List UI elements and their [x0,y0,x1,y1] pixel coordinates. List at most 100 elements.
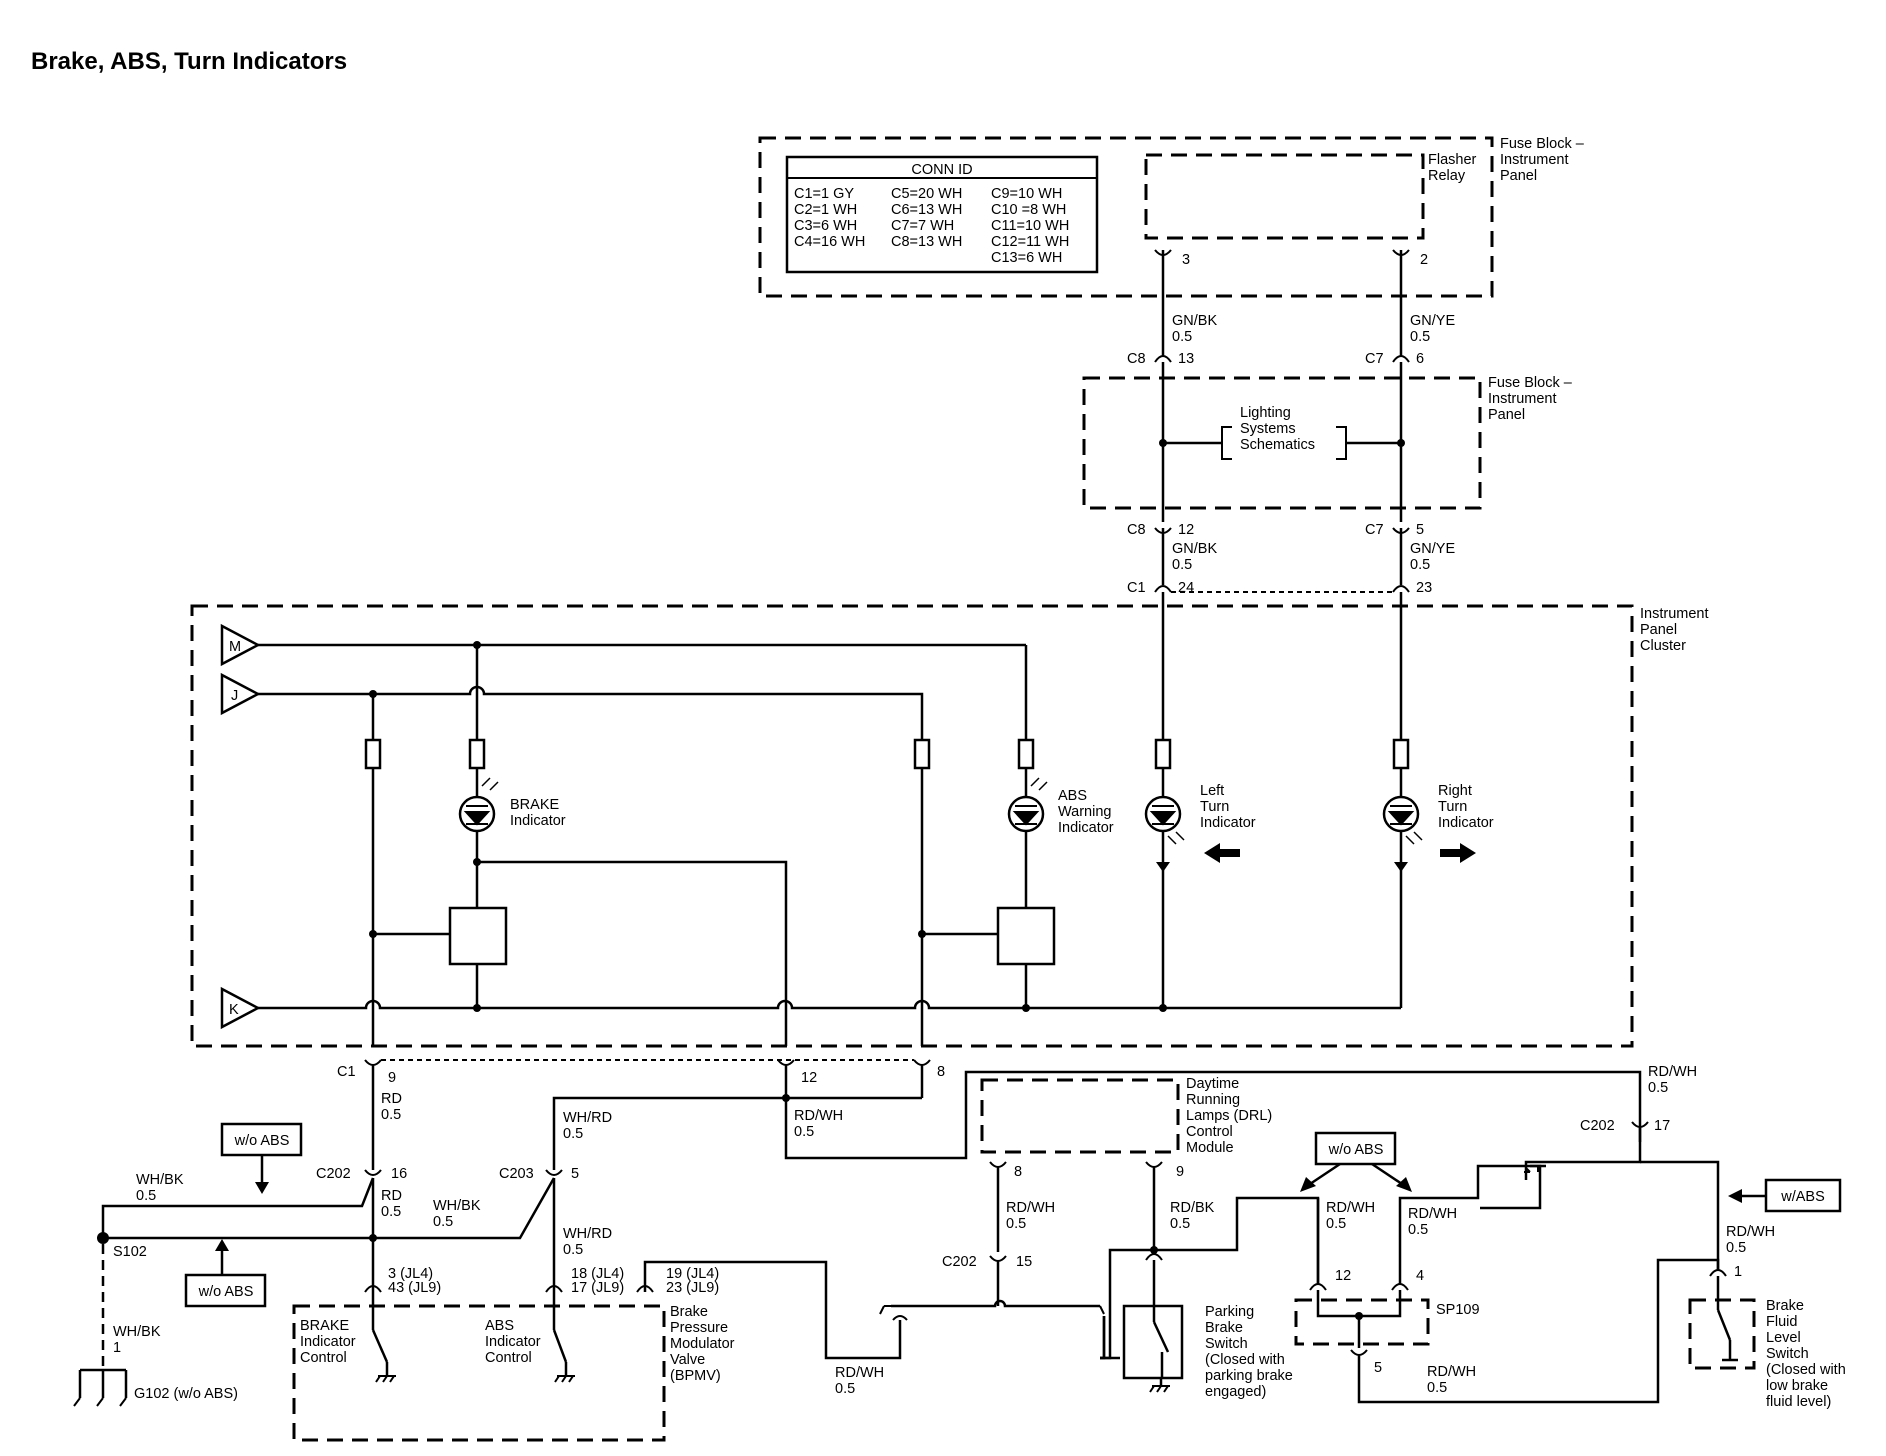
svg-text:GN/YE: GN/YE [1410,541,1455,557]
svg-text:0.5: 0.5 [1006,1216,1026,1232]
svg-text:0.5: 0.5 [1648,1080,1668,1096]
brake-indicator-label: BRAKE Indicator [510,797,566,829]
svg-text:Lamps (DRL): Lamps (DRL) [1186,1108,1272,1124]
svg-text:0.5: 0.5 [1410,557,1430,573]
svg-text:0.5: 0.5 [381,1107,401,1123]
conn-id-header: CONN ID [911,162,972,178]
svg-text:0.5: 0.5 [1170,1216,1190,1232]
svg-text:RD/WH: RD/WH [794,1108,843,1124]
sp109-label: SP109 [1436,1302,1480,1318]
svg-text:(BPMV): (BPMV) [670,1368,721,1384]
wire-label-rdwh-b: RD/WH 0.5 [835,1365,884,1397]
pin-3-jl4-label: 3 (JL4) [388,1266,433,1282]
pin-8-label: 8 [937,1064,945,1080]
svg-text:Level: Level [1766,1330,1801,1346]
c7-label: C7 [1365,351,1384,367]
flasher-relay-label: Flasher Relay [1428,152,1477,184]
left-arrow-icon [1204,843,1240,863]
drl-module-label: Daytime Running Lamps (DRL) Control Modu… [1186,1076,1272,1156]
svg-text:Panel: Panel [1640,622,1677,638]
svg-text:Fuse Block –: Fuse Block – [1488,375,1573,391]
svg-text:Running: Running [1186,1092,1240,1108]
svg-text:RD/BK: RD/BK [1170,1200,1215,1216]
svg-text:Daytime: Daytime [1186,1076,1239,1092]
svg-text:0.5: 0.5 [563,1126,583,1142]
bpmv-label: Brake Pressure Modulator Valve (BPMV) [670,1304,735,1384]
svg-text:RD/WH: RD/WH [1648,1064,1697,1080]
svg-text:RD/WH: RD/WH [1427,1364,1476,1380]
pin-5-label-2: 5 [571,1166,579,1182]
svg-text:Cluster: Cluster [1640,638,1686,654]
svg-text:Instrument: Instrument [1488,391,1557,407]
svg-text:WH/BK: WH/BK [433,1198,481,1214]
svg-text:RD/WH: RD/WH [1326,1200,1375,1216]
offpage-k: K [220,986,261,1030]
wire-label-rd-2: RD 0.5 [381,1188,402,1220]
connector-c8-13 [1154,355,1172,363]
drl-pin-9-label: 9 [1176,1164,1184,1180]
svg-text:BRAKE: BRAKE [510,797,559,813]
pin-23-label: 23 [1416,580,1432,596]
c202-label-2: C202 [942,1254,977,1270]
brake-fluid-switch [1716,1276,1738,1362]
svg-text:C8=13 WH: C8=13 WH [891,234,962,250]
svg-text:C6=13 WH: C6=13 WH [891,202,962,218]
svg-text:Panel: Panel [1488,407,1525,423]
svg-text:Indicator: Indicator [1200,815,1256,831]
wire-label-rdbk: RD/BK 0.5 [1170,1200,1215,1232]
svg-text:Left: Left [1200,783,1224,799]
abs-warning-label: ABS Warning Indicator [1058,788,1114,836]
pin-12-label-3: 12 [1335,1268,1351,1284]
pin-19-jl4-label: 19 (JL4) [666,1266,719,1282]
connector-c1-24 [1154,585,1172,593]
pin-6-label: 6 [1416,351,1424,367]
svg-text:Indicator: Indicator [300,1334,356,1350]
svg-text:Indicator: Indicator [485,1334,541,1350]
svg-text:RD: RD [381,1188,402,1204]
svg-text:w/o ABS: w/o ABS [1328,1142,1384,1158]
page-title: Brake, ABS, Turn Indicators [31,48,348,75]
wire-label-gnye-2: GN/YE 0.5 [1410,541,1455,573]
svg-text:0.5: 0.5 [433,1214,453,1230]
fuse-block-mid-outline [1082,376,1482,510]
c8-label: C8 [1127,351,1146,367]
option-w-abs: w/ABS [1728,1178,1842,1213]
c202-label-3: C202 [1580,1118,1615,1134]
abs-module-outline [292,1304,666,1442]
brake-fluid-label: Brake Fluid Level Switch (Closed with lo… [1766,1298,1846,1410]
wire-label-rdwh-d: RD/WH 0.5 [1326,1200,1375,1232]
svg-text:Module: Module [1186,1140,1234,1156]
offpage-j: J [220,672,261,716]
wire-label-rdwh-c: RD/WH 0.5 [1006,1200,1055,1232]
wire-label-whrd-2: WH/RD 0.5 [563,1226,612,1258]
svg-text:low brake: low brake [1766,1378,1828,1394]
svg-text:0.5: 0.5 [1172,557,1192,573]
svg-text:(Closed with: (Closed with [1766,1362,1846,1378]
pin-13-label: 13 [1178,351,1194,367]
option-wo-abs-1: w/o ABS [220,1122,303,1194]
pin-18-jl4-label: 18 (JL4) [571,1266,624,1282]
svg-text:w/ABS: w/ABS [1780,1189,1825,1205]
svg-text:C5=20 WH: C5=20 WH [891,186,962,202]
svg-text:Switch: Switch [1766,1346,1809,1362]
svg-text:Schematics: Schematics [1240,437,1315,453]
connector-brake-fluid-1 [1709,1269,1727,1277]
svg-text:C3=6 WH: C3=6 WH [794,218,857,234]
svg-text:WH/RD: WH/RD [563,1110,612,1126]
svg-text:BRAKE: BRAKE [300,1318,349,1334]
pin-5-label: 5 [1416,522,1424,538]
pin-4-label: 4 [1416,1268,1424,1284]
svg-text:Instrument: Instrument [1640,606,1709,622]
c203-label: C203 [499,1166,534,1182]
pin-17-jl9-label: 17 (JL9) [571,1280,624,1296]
svg-text:Switch: Switch [1205,1336,1248,1352]
abs-indicator-control-label: ABS Indicator Control [485,1318,541,1366]
svg-text:C11=10 WH: C11=10 WH [991,218,1069,234]
svg-text:C4=16 WH: C4=16 WH [794,234,865,250]
wire-label-rdwh-g: RD/WH 0.5 [1726,1224,1775,1256]
wire-label-whbk-1: WH/BK 0.5 [136,1172,184,1204]
c1-label: C1 [1127,580,1146,596]
c8-label-2: C8 [1127,522,1146,538]
connector-sp109-12 [1309,1283,1327,1291]
svg-text:Indicator: Indicator [1438,815,1494,831]
